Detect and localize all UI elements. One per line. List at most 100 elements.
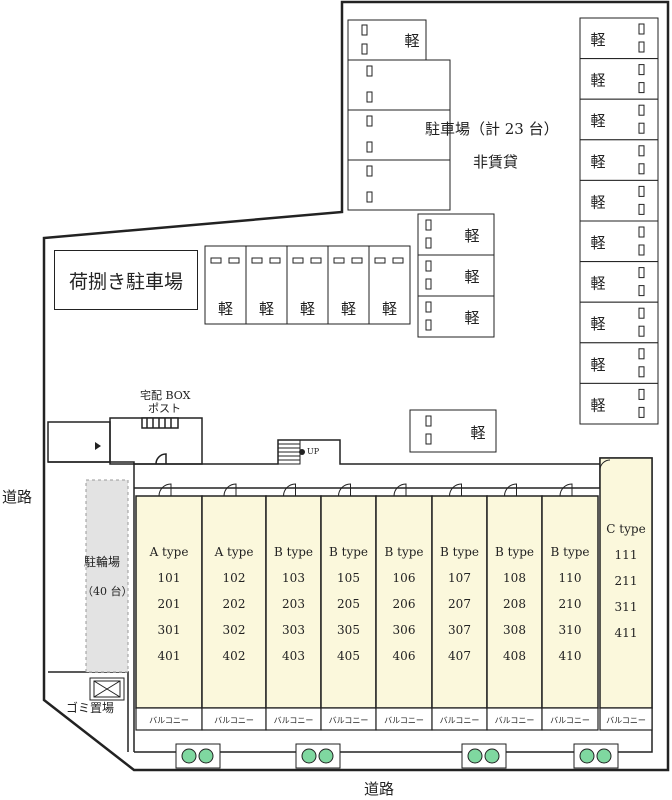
door-icon <box>504 483 517 497</box>
parking-stall <box>579 220 659 263</box>
unit-room <box>320 495 377 709</box>
room-number: 403 <box>282 649 305 663</box>
balcony-label: バルコニー <box>550 716 590 725</box>
site-boundary <box>42 0 670 772</box>
unit-room <box>431 495 488 709</box>
kei-car-label: 軽 <box>300 300 315 318</box>
delivery-box-label: 宅配 BOX <box>140 389 191 402</box>
stair-up-label: UP <box>307 447 320 456</box>
door-icon <box>158 483 172 497</box>
room-number: 405 <box>337 649 360 663</box>
units-layer: バルコニーバルコニーバルコニーバルコニーバルコニーバルコニーバルコニーバルコニー… <box>135 457 653 731</box>
unit-type-label: B type <box>439 545 480 559</box>
kei-car-label: 軽 <box>590 356 605 374</box>
room-number: 210 <box>558 597 582 611</box>
room-number: 306 <box>392 623 416 637</box>
unit-102: バルコニー <box>201 483 267 731</box>
door-icon <box>338 483 351 497</box>
parking-stall <box>579 342 659 384</box>
kei-car-label: 軽 <box>382 300 397 318</box>
planter-icon <box>461 743 507 769</box>
parking-stall <box>579 179 659 222</box>
room-number: 406 <box>392 649 416 663</box>
kei-car-label: 軽 <box>464 227 479 245</box>
room-number: 207 <box>448 597 471 611</box>
road-south-label: 道路 <box>364 780 395 798</box>
room-number: 202 <box>222 597 246 611</box>
parking-title: 駐車場（計 23 台） <box>425 120 559 138</box>
room-number: 303 <box>282 623 305 637</box>
kei-car-label: 軽 <box>470 424 485 442</box>
unit-103: バルコニー <box>265 483 322 731</box>
unit-type-label: A type <box>214 545 254 559</box>
unit-type-label: B type <box>328 545 369 559</box>
parking-stall <box>579 301 659 344</box>
room-number: 410 <box>558 649 582 663</box>
room-number: 107 <box>448 571 471 585</box>
kei-car-label: 軽 <box>218 300 233 318</box>
loading-parking-label: 荷捌き駐車場 <box>68 270 183 293</box>
room-number: 305 <box>337 623 360 637</box>
room-number: 110 <box>558 571 582 585</box>
kei-car-label: 軽 <box>341 300 356 318</box>
balcony-label: バルコニー <box>149 716 189 725</box>
balcony-label: バルコニー <box>214 716 254 725</box>
door-icon <box>559 483 573 497</box>
unit-type-label: B type <box>273 545 314 559</box>
entrance-arrow-icon <box>95 442 101 450</box>
parking-stall <box>579 261 659 303</box>
room-number: 307 <box>448 623 471 637</box>
parking-stall <box>347 159 451 211</box>
parking-stall <box>579 139 659 181</box>
room-number: 402 <box>222 649 246 663</box>
kei-car-label: 軽 <box>590 153 605 171</box>
garbage-area <box>89 677 125 701</box>
unit-room <box>599 457 653 709</box>
room-number: 208 <box>503 597 526 611</box>
balcony-label: バルコニー <box>440 716 480 725</box>
door-icon <box>393 483 407 497</box>
stair-dot-icon <box>299 449 305 455</box>
room-number: 407 <box>448 649 471 663</box>
parking-stall <box>579 98 659 141</box>
unit-type-label: B type <box>494 545 535 559</box>
unit-room <box>135 495 203 709</box>
kei-car-label: 軽 <box>259 300 274 318</box>
kei-car-label: 軽 <box>590 275 605 293</box>
bicycle-label: 駐輪場 <box>84 555 121 569</box>
kei-car-label: 軽 <box>590 396 605 414</box>
room-number: 310 <box>558 623 582 637</box>
parking-stall <box>347 19 427 61</box>
room-number: 411 <box>614 626 638 640</box>
balcony-label: バルコニー <box>384 716 424 725</box>
unit-105: バルコニー <box>320 483 377 731</box>
unit-type-label: B type <box>384 545 424 559</box>
balcony-label: バルコニー <box>606 716 646 725</box>
unit-label-group: B type 107 207 307 407 <box>432 546 487 662</box>
parking-column-middle: 軽軽軽 <box>417 213 495 338</box>
kei-car-label: 軽 <box>590 72 605 90</box>
door-icon <box>283 483 296 497</box>
kei-car-label: 軽 <box>590 193 605 211</box>
kei-car-label: 軽 <box>590 234 605 252</box>
room-number: 111 <box>614 548 638 562</box>
parking-stall-single: 軽 <box>409 409 497 453</box>
parking-column-north: 軽 <box>347 19 451 211</box>
room-number: 103 <box>282 571 305 585</box>
parking-row-west: 軽軽軽軽軽 <box>204 245 411 325</box>
room-number: 101 <box>157 571 181 585</box>
room-number: 211 <box>614 574 638 588</box>
stairs <box>277 439 302 465</box>
kei-car-label: 軽 <box>464 268 479 286</box>
trees-layer <box>175 743 619 769</box>
unit-110: バルコニー <box>541 483 599 731</box>
unit-room <box>541 495 599 709</box>
unit-108: バルコニー <box>486 483 543 731</box>
